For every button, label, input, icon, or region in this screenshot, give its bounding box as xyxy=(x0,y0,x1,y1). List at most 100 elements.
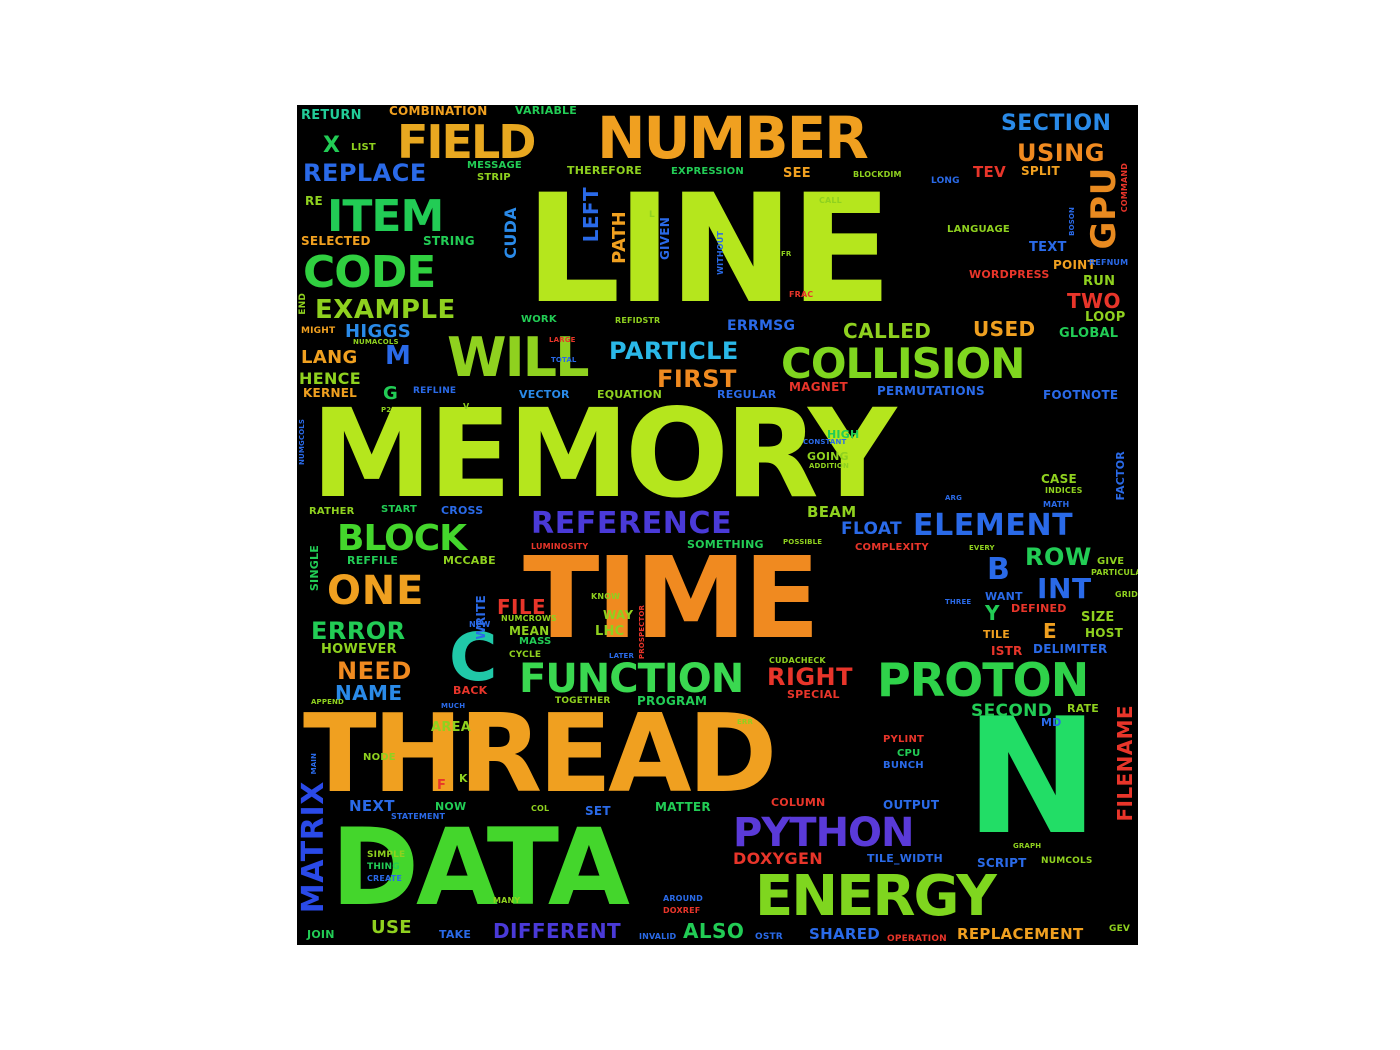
word-file: FILE xyxy=(497,595,547,619)
word-size: SIZE xyxy=(1081,610,1115,625)
word-shared: SHARED xyxy=(809,925,881,943)
word-new: NEW xyxy=(469,620,491,629)
word-int: INT xyxy=(1037,572,1092,605)
word-strip: STRIP xyxy=(477,172,511,183)
word-equation: EQUATION xyxy=(597,388,663,401)
word-program: PROGRAM xyxy=(637,694,708,708)
word-hence: HENCE xyxy=(299,369,361,388)
word-float: FLOAT xyxy=(841,519,902,539)
word-data: DATA xyxy=(331,806,630,929)
word-m: M xyxy=(385,341,412,371)
word-s: S xyxy=(391,776,398,786)
word-example: EXAMPLE xyxy=(315,295,456,325)
word-set: SET xyxy=(585,804,611,818)
word-x: X xyxy=(323,133,341,158)
word-particle: PARTICLE xyxy=(609,337,739,365)
word-function: FUNCTION xyxy=(519,656,744,702)
word-numcrows: NUMCROWS xyxy=(501,614,557,623)
word-l: L xyxy=(649,210,655,220)
word-row: ROW xyxy=(1025,543,1092,571)
word-create: CREATE xyxy=(367,874,402,883)
word-variable: VARIABLE xyxy=(515,105,578,117)
word-command: COMMAND xyxy=(1120,163,1129,213)
word-refnum: REFNUM xyxy=(1089,258,1129,267)
word-higgs: HIGGS xyxy=(345,321,412,342)
word-n: N xyxy=(965,683,1103,870)
word-call: CALL xyxy=(819,196,842,205)
word-arg: ARG xyxy=(945,494,962,502)
word-message: MESSAGE xyxy=(467,160,522,171)
word-called: CALLED xyxy=(843,319,932,343)
word-p2: P2 xyxy=(381,406,392,414)
word-long: LONG xyxy=(931,176,960,186)
word-luminosity: LUMINOSITY xyxy=(531,542,589,551)
word-numacols: NUMACOLS xyxy=(353,338,399,346)
word-also: ALSO xyxy=(683,919,745,943)
word-run: RUN xyxy=(1083,274,1116,289)
word-b: B xyxy=(987,552,1011,587)
word-use: USE xyxy=(371,917,412,938)
word-proton: PROTON xyxy=(877,653,1089,707)
word-operation: OPERATION xyxy=(887,934,947,944)
word-energy: ENERGY xyxy=(755,864,997,929)
word-expression: EXPRESSION xyxy=(671,166,744,177)
word-element: ELEMENT xyxy=(913,508,1074,543)
word-given: GIVEN xyxy=(658,217,672,261)
word-something: SOMETHING xyxy=(687,538,764,551)
word-text: TEXT xyxy=(1029,240,1067,255)
word-mass: MASS xyxy=(519,636,552,647)
word-two: TWO xyxy=(1067,289,1121,313)
word-beam: BEAM xyxy=(807,503,857,521)
word-mccabe: MCCABE xyxy=(443,554,496,567)
word-main: MAIN xyxy=(310,753,318,775)
word-frac: FRAC xyxy=(789,290,814,299)
word-left: LEFT xyxy=(579,187,603,243)
word-write: WRITE xyxy=(474,595,488,640)
word-going: GOING xyxy=(807,450,849,463)
word-doxref: DOXREF xyxy=(663,906,701,915)
word-indices: INDICES xyxy=(1045,486,1083,495)
word-collision: COLLISION xyxy=(781,339,1025,388)
word-next: NEXT xyxy=(349,797,395,815)
word-invalid: INVALID xyxy=(639,932,677,941)
word-gpu: GPU xyxy=(1084,167,1124,250)
word-magnet: MAGNET xyxy=(789,380,848,394)
word-return: RETURN xyxy=(301,108,362,123)
word-permutations: PERMUTATIONS xyxy=(877,384,985,398)
word-addition: ADDITION xyxy=(809,462,849,470)
word-list: LIST xyxy=(351,142,376,153)
word-thread: THREAD xyxy=(303,692,777,817)
word-boson: BOSON xyxy=(1068,207,1076,236)
word-rate: RATE xyxy=(1067,702,1100,715)
word-defined: DEFINED xyxy=(1011,602,1067,615)
word-regular: REGULAR xyxy=(717,388,777,401)
word-replacement: REPLACEMENT xyxy=(957,925,1084,943)
word-c: C xyxy=(449,619,499,696)
word-pylint: PYLINT xyxy=(883,734,925,745)
word-output: OUTPUT xyxy=(883,798,940,812)
word-ostr: OSTR xyxy=(755,932,783,942)
word-numccols: NUMCOLS xyxy=(1041,856,1093,866)
word-cloud: LINE MEMORY TIME THREAD DATA N NUMBER FI… xyxy=(297,105,1138,945)
word-y: Y xyxy=(985,601,1000,625)
word-mean: MEAN xyxy=(509,624,550,638)
word-total: TOTAL xyxy=(551,356,577,364)
word-number: NUMBER xyxy=(597,105,869,172)
word-k: K xyxy=(459,772,468,785)
word-numgcols: NUMGCOLS xyxy=(298,419,306,465)
word-statement: STATEMENT xyxy=(391,812,446,821)
word-reffile: REFFILE xyxy=(347,554,399,567)
word-around: AROUND xyxy=(663,894,703,903)
word-gev: GEV xyxy=(1109,924,1131,934)
word-one: ONE xyxy=(327,568,425,614)
word-take: TAKE xyxy=(439,928,472,941)
word-string: STRING xyxy=(423,234,475,248)
word-know: KNOW xyxy=(591,592,621,601)
word-block: BLOCK xyxy=(337,518,467,559)
word-append: APPEND xyxy=(311,698,344,706)
word-factor: FACTOR xyxy=(1114,451,1127,501)
word-need: NEED xyxy=(337,657,412,685)
word-reference: REFERENCE xyxy=(531,506,733,541)
word-refidstr: REFIDSTR xyxy=(615,316,661,325)
word-later: LATER xyxy=(609,652,634,660)
